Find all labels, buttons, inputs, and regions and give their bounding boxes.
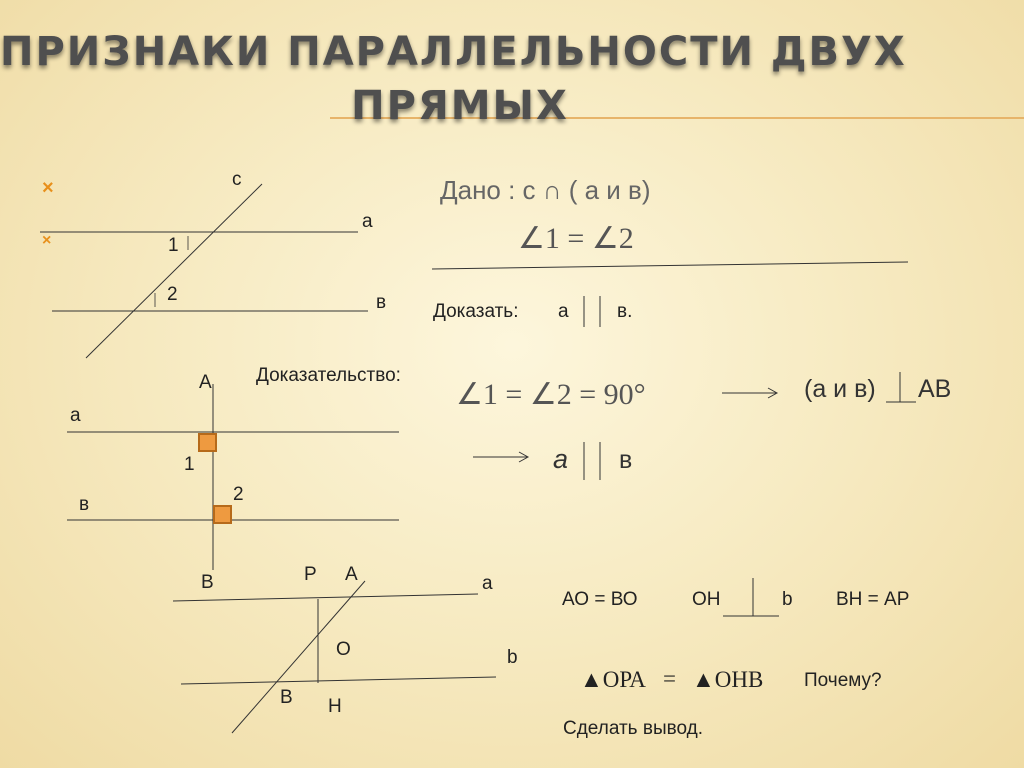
fig3-line-b	[180, 676, 497, 685]
fig1-label-1: 1	[168, 235, 179, 256]
fig2-label-B: В	[201, 572, 214, 593]
fig3-label-P: Р	[304, 564, 317, 585]
prove-b: в.	[617, 301, 633, 322]
fig1-label-a: а	[362, 211, 373, 232]
fig1-transversal-c	[85, 183, 263, 359]
proof-arrow-1-head	[767, 387, 779, 399]
fig3-label-A: А	[345, 564, 358, 585]
fig2-label-a: а	[70, 405, 81, 426]
right-angle-marker	[213, 505, 232, 524]
proof-step-1: ∠1 = ∠2 = 90°	[456, 378, 646, 411]
given-divider	[431, 261, 909, 270]
proof-step-1-result: (а и в)	[804, 375, 876, 403]
given-label: Дано : с ∩ ( а и в)	[440, 175, 651, 205]
fact-ao-bo: АО = ВО	[562, 589, 638, 610]
triangle-ohb: ▲ОНВ	[692, 667, 764, 692]
fig2-label-2: 2	[233, 484, 244, 505]
fig2-label-b: в	[79, 494, 90, 515]
triangle-equals: =	[663, 666, 676, 691]
fig3-label-H: Н	[328, 696, 342, 717]
proof-label: Доказательство:	[256, 365, 401, 386]
title-line-1: ПРИЗНАКИ ПАРАЛЛЕЛЬНОСТИ ДВУХ	[0, 29, 907, 75]
bullet-icon: ×	[42, 177, 54, 199]
conclusion-prompt: Сделать вывод.	[563, 718, 704, 739]
fig3-transversal	[231, 580, 366, 734]
fig3-label-b: b	[507, 647, 518, 668]
fact-oh-b: b	[782, 589, 793, 610]
right-angle-marker	[198, 433, 217, 452]
fig1-label-b: в	[376, 292, 387, 313]
fig3-label-a: а	[482, 573, 493, 594]
fig1-label-2: 2	[167, 284, 178, 305]
title-line-2: ПРЯМЫХ	[351, 83, 569, 129]
proof-step-2-a: а	[553, 444, 569, 474]
proof-step-1-ab: АВ	[918, 375, 952, 403]
why-question: Почему?	[804, 670, 882, 691]
fig3-label-O: О	[336, 639, 351, 660]
fact-bh-ap: ВН = АР	[836, 589, 910, 610]
fig2-label-A: А	[199, 372, 212, 393]
proof-arrow-2-head	[518, 451, 530, 463]
proof-step-2-b: в	[619, 446, 633, 474]
fig2-label-1: 1	[184, 454, 195, 475]
fig3-line-a	[172, 593, 479, 602]
fig1-label-c: с	[232, 169, 242, 190]
given-condition: ∠1 = ∠2	[518, 222, 634, 255]
prove-label: Доказать:	[433, 301, 519, 322]
bullet-icon: ×	[42, 232, 52, 249]
fig3-label-B: В	[280, 687, 293, 708]
fact-oh: ОН	[692, 589, 721, 610]
prove-a: а	[558, 301, 569, 322]
triangle-opa: ▲ОРА	[580, 667, 646, 692]
